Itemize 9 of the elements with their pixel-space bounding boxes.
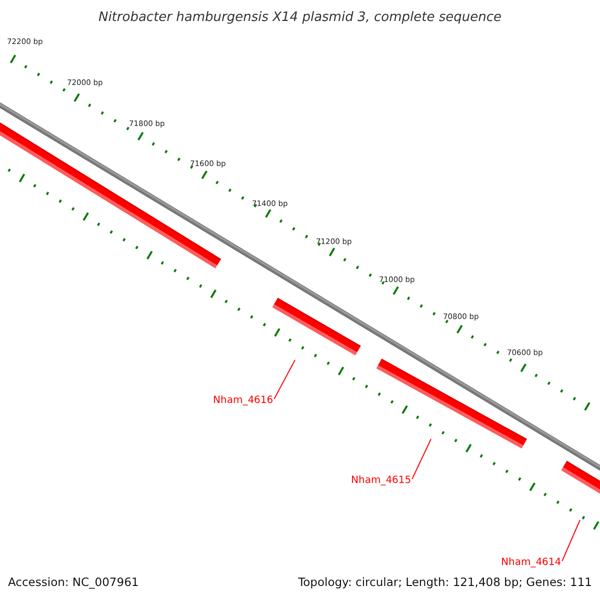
leader-line	[562, 520, 580, 562]
leader-line	[412, 438, 432, 480]
gene-label: Nham_4616	[213, 395, 274, 407]
leader-line	[274, 360, 296, 400]
gene-label: Nham_4614	[501, 557, 562, 569]
footer-text: Accession: NC_007961	[8, 575, 139, 589]
gene-label: Nham_4615	[351, 475, 412, 487]
chart-title: Nitrobacter hamburgensis X14 plasmid 3, complete sequence	[97, 10, 503, 25]
footer-text: Topology: circular; Length: 121,408 bp; Genes: 111	[298, 575, 592, 589]
